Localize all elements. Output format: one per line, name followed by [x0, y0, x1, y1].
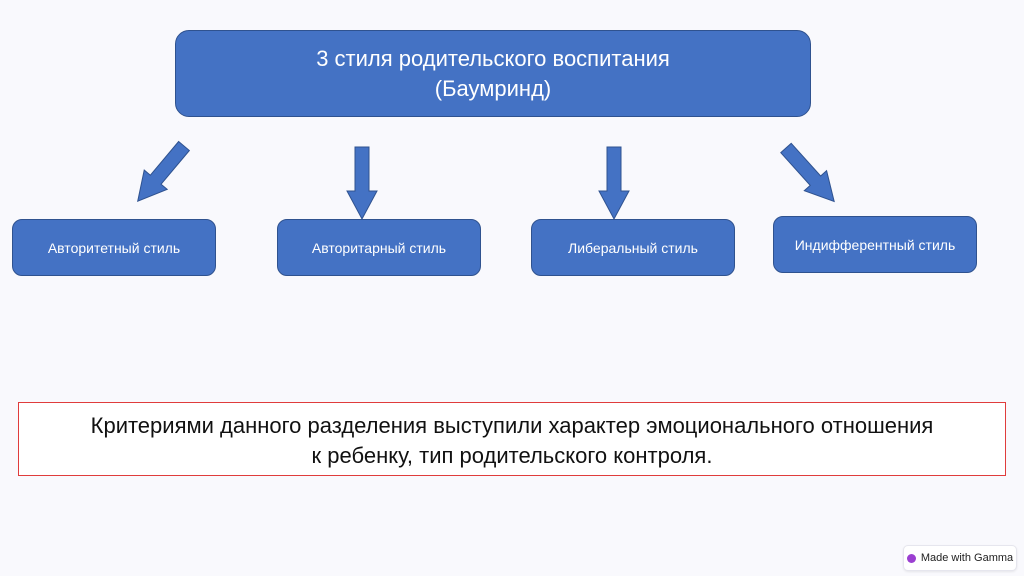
arrow-down-icon	[598, 146, 630, 220]
badge-label: Made with Gamma	[920, 552, 1014, 564]
arrows	[125, 135, 846, 220]
arrow-down-right-icon	[774, 137, 846, 213]
style-indifferent: Индифферентный стиль	[773, 216, 977, 273]
style-liberal: Либеральный стиль	[531, 219, 735, 276]
style-label: Индифферентный стиль	[794, 236, 956, 253]
criteria-line-2: к ребенку, тип родительского контроля.	[311, 443, 713, 468]
style-authoritarian: Авторитарный стиль	[277, 219, 481, 276]
style-label: Либеральный стиль	[568, 239, 698, 256]
arrow-down-left-icon	[125, 135, 196, 212]
criteria-line-1: Критериями данного разделения выступили …	[90, 413, 934, 438]
style-authoritative: Авторитетный стиль	[12, 219, 216, 276]
gamma-logo-icon	[906, 553, 916, 563]
style-label: Авторитетный стиль	[47, 239, 181, 256]
style-label: Авторитарный стиль	[311, 239, 447, 256]
criteria-box: Критериями данного разделения выступили …	[18, 402, 1006, 476]
made-with-gamma-badge[interactable]: Made with Gamma	[903, 545, 1017, 571]
arrow-down-icon	[346, 146, 378, 220]
title-line-2: (Баумринд)	[434, 75, 552, 101]
title-box: 3 стиля родительского воспитания (Баумри…	[175, 30, 811, 117]
title-line-1: 3 стиля родительского воспитания	[316, 45, 670, 71]
